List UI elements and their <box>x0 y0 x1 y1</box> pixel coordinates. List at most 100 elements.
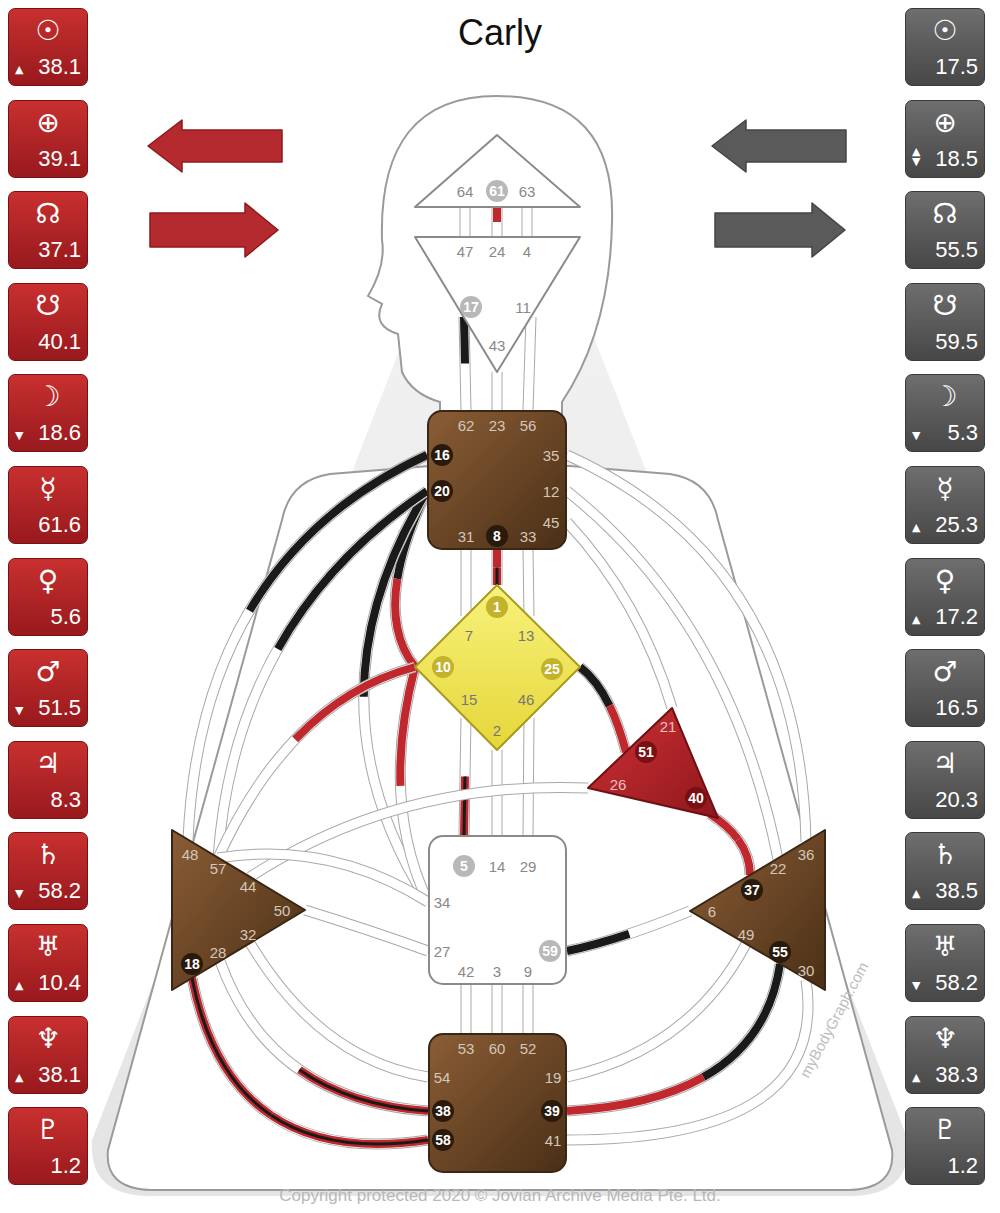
channel-stroke <box>218 491 427 858</box>
channel-stroke <box>580 667 626 752</box>
planet-symbol: ♅ <box>906 931 984 963</box>
planet-symbol: ♅ <box>9 931 87 963</box>
gate-number: 29 <box>520 859 537 874</box>
gate-number: 64 <box>457 184 474 199</box>
change-arrow: ▼ <box>912 431 921 441</box>
channel-stroke <box>192 978 428 1144</box>
gate-number: 7 <box>465 628 473 643</box>
channel <box>218 491 427 858</box>
personality-panel: ♆▲38.3 <box>905 1016 985 1094</box>
channel-stroke <box>567 911 690 951</box>
gate-line: 5.3 <box>947 421 978 445</box>
channel-stroke <box>192 978 428 1144</box>
change-arrow: ▲ <box>912 615 921 625</box>
copyright-caption: Copyright protected 2020 © Jovian Archiv… <box>0 1186 1000 1206</box>
channel-stroke <box>218 491 427 858</box>
gate-number: 52 <box>520 1041 537 1056</box>
gate-number: 53 <box>458 1041 475 1056</box>
channel-stroke <box>528 718 529 835</box>
channel-stroke <box>567 980 808 1140</box>
channel-stroke <box>493 207 501 237</box>
gate-number: 32 <box>240 927 257 942</box>
energy-center: 21512640 <box>588 708 718 820</box>
gate-line: 40.1 <box>38 330 81 354</box>
channel <box>497 207 498 237</box>
channel-stroke <box>496 550 499 585</box>
channel-stroke <box>192 978 428 1144</box>
design-panel: ♆▲38.1 <box>8 1016 88 1094</box>
gate-number: 11 <box>515 300 531 315</box>
channel <box>400 667 428 902</box>
channel-stroke <box>464 718 466 835</box>
channel-stroke <box>305 910 428 951</box>
gate-number: 40 <box>685 787 707 809</box>
channel <box>528 550 529 616</box>
planet-symbol: ♆ <box>9 1023 87 1055</box>
channel <box>567 522 672 708</box>
channel-stroke <box>493 550 501 585</box>
gate-line: 8.3 <box>50 788 81 812</box>
gate-number: 47 <box>457 244 474 259</box>
gate-number: 4 <box>523 244 531 259</box>
channel-stroke <box>528 718 529 835</box>
personality-panel: ☿▲25.3 <box>905 466 985 544</box>
channel <box>567 964 780 1111</box>
channel <box>497 550 498 585</box>
center-outline <box>415 585 580 750</box>
gate-number: 24 <box>489 244 506 259</box>
channel-stroke <box>364 491 428 902</box>
design-arrow-right <box>150 203 278 257</box>
center-outline <box>415 237 580 372</box>
channel-stroke <box>710 814 750 875</box>
channel-stroke <box>567 522 672 708</box>
channel-stroke <box>580 667 626 752</box>
energy-center: 536052541938395841 <box>428 1033 567 1173</box>
energy-center: 47244171143 <box>415 237 580 372</box>
gate-line: 5.6 <box>50 605 81 629</box>
channel-stroke <box>192 978 428 1144</box>
channel-stroke <box>493 372 502 410</box>
gate-line: 1.2 <box>947 1154 978 1178</box>
channel <box>464 317 466 410</box>
gate-number: 25 <box>541 658 563 680</box>
channel <box>464 718 466 835</box>
change-arrow: ▲ <box>912 523 921 533</box>
center-outline <box>415 135 580 207</box>
personality-arrow-left <box>712 120 846 172</box>
center-shape <box>428 835 567 985</box>
channel <box>580 667 626 752</box>
channel <box>567 491 778 859</box>
channel-stroke <box>464 718 466 835</box>
design-panel: ⊕39.1 <box>8 100 88 178</box>
channel <box>218 667 415 858</box>
channel-stroke <box>567 980 808 1140</box>
personality-panel: ☊55.5 <box>905 191 985 269</box>
gate-number: 9 <box>524 964 532 979</box>
channel-stroke <box>567 944 746 1077</box>
channel-stroke <box>567 455 806 842</box>
personality-panel: ♃20.3 <box>905 741 985 819</box>
channel-stroke <box>567 911 690 951</box>
personality-panel: ☽▼5.3 <box>905 374 985 452</box>
channel-stroke <box>492 550 503 585</box>
gate-number: 59 <box>539 940 561 962</box>
channel-stroke <box>528 317 531 410</box>
gate-number: 60 <box>489 1041 506 1056</box>
channel-stroke <box>580 667 626 752</box>
gate-number: 22 <box>770 861 787 876</box>
energy-center: 622356163520124531833 <box>427 410 567 550</box>
gate-number: 6 <box>708 904 716 919</box>
center-outline <box>690 830 825 990</box>
planet-symbol: ♀ <box>9 565 87 597</box>
chart-title: Carly <box>0 12 1000 54</box>
gate-number: 31 <box>458 529 475 544</box>
gate-number: 48 <box>182 847 199 862</box>
personality-panel: ☋59.5 <box>905 283 985 361</box>
energy-center: 514293427594239 <box>428 835 567 985</box>
gate-number: 3 <box>493 964 501 979</box>
gate-number: 56 <box>520 418 537 433</box>
channel-stroke <box>493 550 501 585</box>
channel-stroke <box>567 491 778 859</box>
design-panel: ♇1.2 <box>8 1107 88 1185</box>
center-outline <box>172 830 305 990</box>
